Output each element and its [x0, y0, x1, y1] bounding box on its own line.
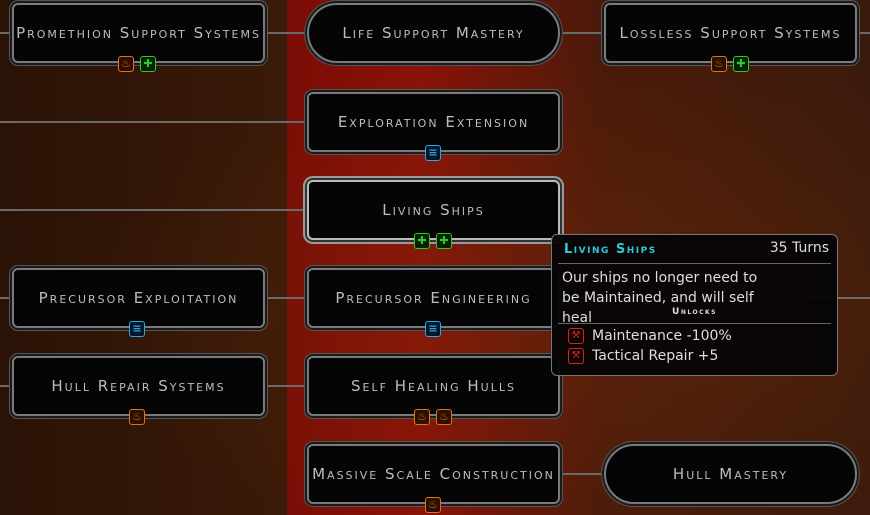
industry-icon: ♨	[711, 56, 727, 72]
divider	[558, 323, 831, 324]
unlock-item: ⚒Maintenance -100%	[568, 328, 732, 344]
connector	[0, 209, 307, 211]
industry-icon: ♨	[118, 56, 134, 72]
repair-plus-icon: ✚	[414, 233, 430, 249]
tech-precursor-engineering[interactable]: Precursor Engineering	[307, 268, 560, 328]
tech-lossless-support-systems[interactable]: Lossless Support Systems	[604, 3, 857, 63]
tech-exploration-extension[interactable]: Exploration Extension	[307, 92, 560, 152]
tech-living-ships[interactable]: Living Ships	[307, 180, 560, 240]
science-icon: ≡	[425, 145, 441, 161]
divider	[558, 263, 831, 264]
connector	[0, 121, 307, 123]
maintenance-icon: ⚒	[568, 328, 584, 344]
repair-plus-icon: ✚	[733, 56, 749, 72]
unlocks-label: Unlocks	[672, 307, 717, 317]
industry-icon: ♨	[129, 409, 145, 425]
industry-icon: ♨	[436, 409, 452, 425]
repair-icon: ⚒	[568, 348, 584, 364]
science-icon: ≡	[129, 321, 145, 337]
unlock-item: ⚒Tactical Repair +5	[568, 348, 718, 364]
industry-icon: ♨	[425, 497, 441, 513]
tech-tooltip: Living Ships 35 Turns Our ships no longe…	[551, 234, 838, 376]
tech-promethion-support-systems[interactable]: Promethion Support Systems	[12, 3, 265, 63]
repair-plus-icon: ✚	[140, 56, 156, 72]
tooltip-title: Living Ships	[564, 242, 657, 257]
tech-hull-repair-systems[interactable]: Hull Repair Systems	[12, 356, 265, 416]
tooltip-description: Our ships no longer need to be Maintaine…	[562, 270, 758, 326]
tech-massive-scale-construction[interactable]: Massive Scale Construction	[307, 444, 560, 504]
repair-plus-icon: ✚	[436, 233, 452, 249]
tech-self-healing-hulls[interactable]: Self Healing Hulls	[307, 356, 560, 416]
tech-hull-mastery[interactable]: Hull Mastery	[604, 444, 857, 504]
tech-precursor-exploitation[interactable]: Precursor Exploitation	[12, 268, 265, 328]
tooltip-turns: 35 Turns	[769, 240, 829, 256]
industry-icon: ♨	[414, 409, 430, 425]
connector	[558, 473, 604, 475]
tech-life-support-mastery[interactable]: Life Support Mastery	[307, 3, 560, 63]
science-icon: ≡	[425, 321, 441, 337]
